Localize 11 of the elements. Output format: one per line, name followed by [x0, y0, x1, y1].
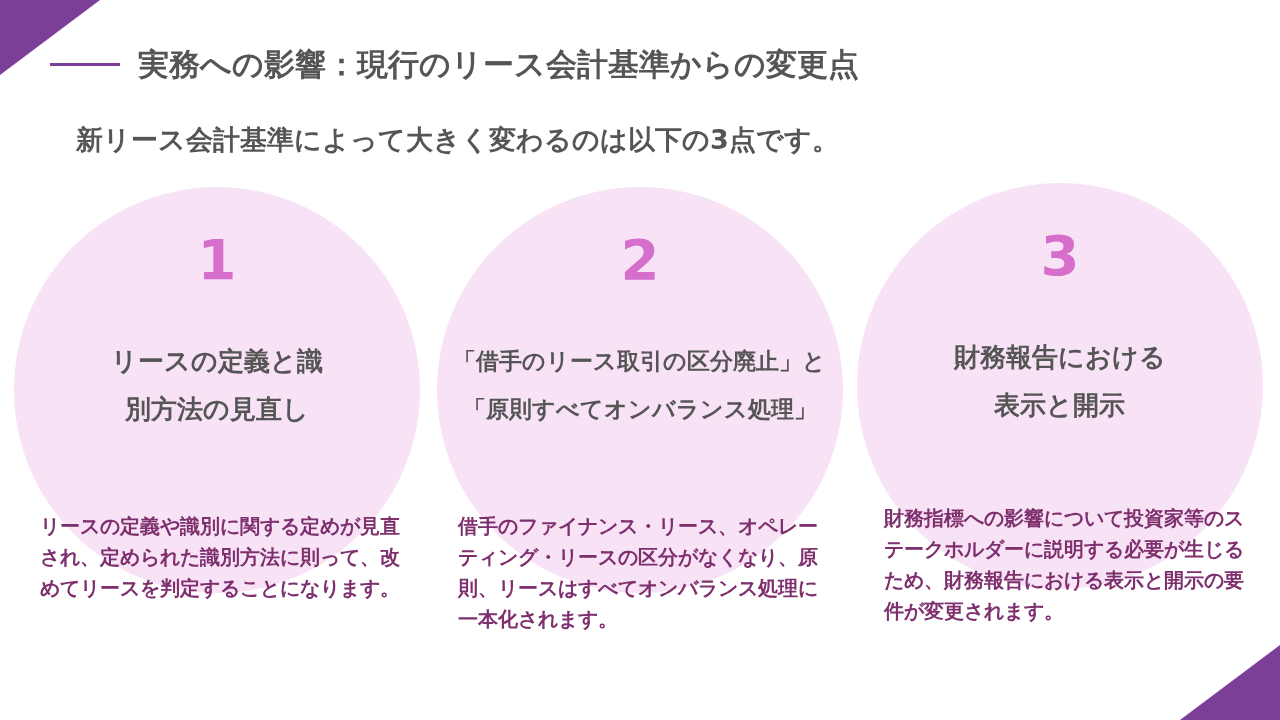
step-number: 1 [196, 227, 238, 292]
step-number: 2 [619, 227, 661, 292]
step-heading: 財務報告における表示と開示 [953, 341, 1167, 422]
description-text: 財務指標への影響について投資家等のステークホルダーに説明する必要が生じるため、財務報告における表示と開示の要件が変更されます。 [884, 505, 1245, 625]
subtitle: 新リース会計基準によって大きく変わるのは以下の3点です。 [76, 123, 839, 157]
step-number: 3 [1039, 223, 1081, 288]
step-heading: 「借手のリース取引の区分廃止」と「原則すべてオンバランス処理」 [452, 347, 828, 424]
description-text: リースの定義や識別に関する定めが見直され、定められた識別方法に則って、改めてリースを判定することになります。 [40, 513, 401, 602]
step-heading: リースの定義と識別方法の見直し [110, 345, 324, 426]
slide-title: 実務への影響：現行のリース会計基準からの変更点 [138, 45, 859, 84]
description-text: 借手のファイナンス・リース、オペレーティング・リースの区分がなくなり、原則、リースはすべてオンバランス処理に一本化されます。 [458, 513, 819, 633]
